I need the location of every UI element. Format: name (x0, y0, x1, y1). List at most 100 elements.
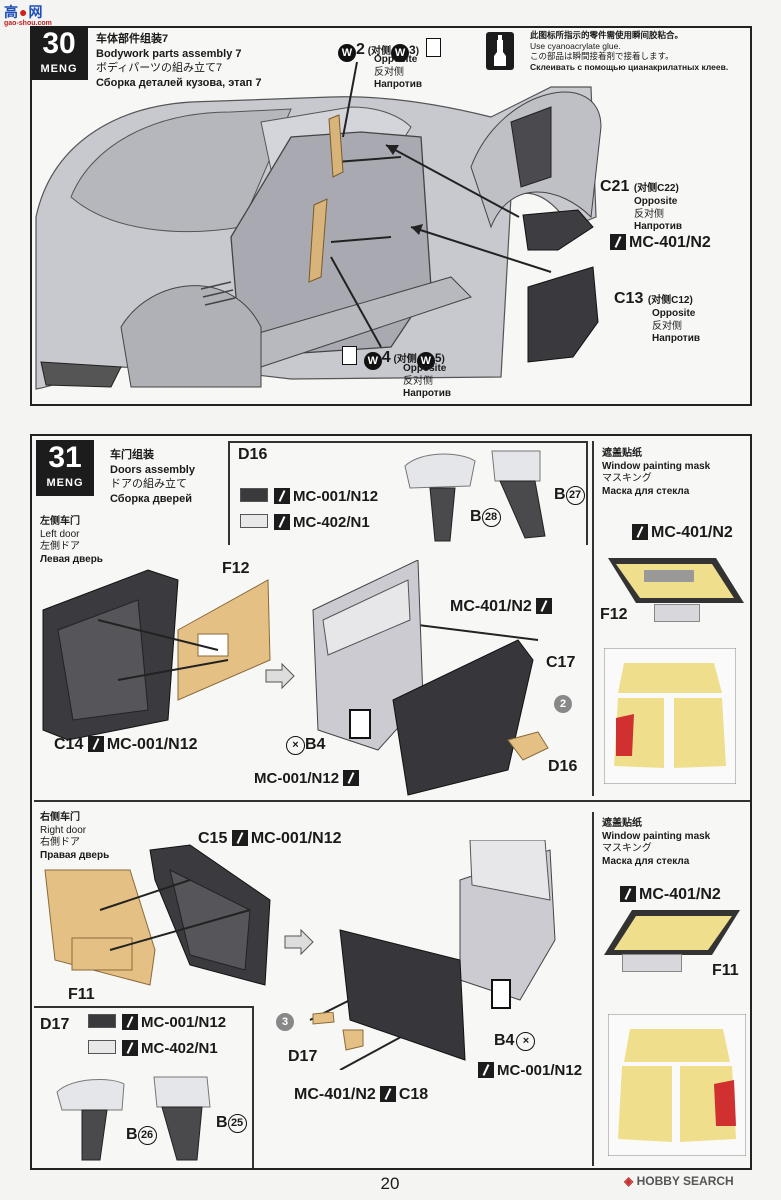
w5-badge: W (416, 352, 435, 370)
f11-label: F11 (68, 986, 95, 1003)
c21-label: C21 (600, 178, 630, 195)
right-door-heading: 右侧车门 Right door 右側ドア Правая дверь (40, 812, 109, 862)
step-number: 31 (48, 441, 82, 474)
c15-label: C15 MC-001/N12 (198, 830, 342, 848)
mask-paint: MC-401/N2 (632, 524, 733, 542)
opposite-en: Opposite (374, 54, 418, 65)
c13-part (527, 266, 599, 363)
paint-icon (610, 234, 626, 250)
left-door-en: Left door (40, 528, 80, 540)
opposite-en: Opposite (403, 363, 447, 374)
d17-part-label: D17 (288, 1048, 318, 1065)
c21-callout: C21 (对侧C22) Opposite 反对侧 Напротив (600, 178, 682, 234)
d17-heading: D17 (40, 1016, 70, 1033)
w4-badge: W (363, 352, 382, 370)
hobby-search-icon: ◈ (624, 1174, 634, 1188)
c21-opposite: (对侧C22) (633, 183, 679, 194)
b25-number: 25 (227, 1114, 247, 1133)
c14-id: C14 (54, 736, 84, 753)
paint-code: MC-402/N1 (141, 1040, 218, 1057)
title-en: Doors assembly (110, 463, 195, 476)
glue-note: 此图标所指示的零件需使用瞬间胶粘合。 Use cyanoacrylate glu… (530, 30, 728, 72)
dark-swatch (240, 488, 268, 502)
opposite-en: Opposite (652, 308, 696, 319)
b26-number: 26 (137, 1126, 157, 1145)
w4-close: ) (441, 354, 445, 365)
w3-number: 3 (409, 43, 416, 57)
c13-callout: C13 (对侧C12) Opposite 反对侧 Напротив (614, 290, 700, 346)
paint-icon (87, 736, 104, 752)
paint-code: MC-401/N2 (294, 1086, 376, 1103)
opposite-ru: Напротив (652, 333, 700, 344)
b4-label: ×B4 (286, 736, 325, 755)
step-number: 30 (42, 27, 76, 60)
paint-code: MC-001/N12 (254, 770, 340, 787)
paint-code: MC-401/N2 (639, 886, 721, 903)
c13-opposite: (对侧C12) (647, 295, 693, 306)
hobby-search-watermark: ◈ HOBBY SEARCH (624, 1174, 734, 1188)
right-door-en: Right door (40, 824, 87, 836)
light-swatch (240, 514, 268, 528)
d16-heading: D16 (238, 446, 268, 463)
paint-code: MC-001/N12 (141, 1014, 227, 1031)
glue-note-jp: この部品は瞬間接着剤で接着します。 (530, 51, 674, 61)
c13-label: C13 (614, 290, 644, 307)
step-ref-3: 3 (276, 1010, 294, 1031)
paint-icon (274, 488, 290, 504)
w2-opposite: Opposite 反对侧 Напротив (374, 54, 422, 92)
step-31-badge: 31 MENG (36, 440, 94, 496)
mask-en: Window painting mask (602, 460, 711, 472)
mask-jp: マスキング (602, 843, 652, 854)
paint-icon (343, 770, 360, 786)
title-ru: Сборка дверей (110, 492, 193, 505)
b4-paint: MC-001/N12 (254, 770, 362, 788)
b27-letter: B (554, 486, 566, 503)
paint-icon (122, 1040, 138, 1056)
opposite-cn: 反对侧 (374, 66, 404, 78)
opposite-cn: 反对侧 (652, 320, 682, 332)
mask-cn: 遮盖贴纸 (602, 448, 642, 459)
f12-window-mask (608, 558, 744, 603)
title-en: Bodywork parts assembly 7 (96, 47, 242, 60)
paint-icon (379, 1086, 396, 1102)
paint-code: MC-401/N2 (450, 598, 532, 615)
paint-icon (535, 598, 552, 614)
site-logo: 高●网 gao-shou.com (4, 2, 74, 30)
w2-badge: W (338, 44, 356, 62)
d16-part-label: D16 (548, 758, 578, 775)
w4-opposite: Opposite 反对侧 Напротив (403, 363, 451, 401)
left-door-assembly (42, 560, 549, 796)
left-mc401: MC-401/N2 (450, 598, 555, 616)
left-door-heading: 左侧车门 Left door 左側ドア Левая дверь (40, 516, 103, 566)
b26-letter: B (126, 1126, 138, 1143)
hobby-search-text: HOBBY SEARCH (636, 1174, 734, 1188)
mask-en: Window painting mask (602, 830, 711, 842)
c21-part (522, 209, 594, 251)
c17-label: C17 (546, 654, 576, 671)
title-cn: 车体部件组装7 (96, 33, 169, 45)
glue-small-icon (425, 38, 441, 57)
step-ref-2: 2 (554, 692, 572, 713)
right-door-assembly (44, 840, 556, 1070)
c18-id: C18 (398, 1086, 429, 1103)
b27-number: 27 (565, 486, 585, 505)
mask-f12-label: F12 (600, 606, 628, 623)
brand-logo: MENG (36, 476, 94, 490)
glue-note-ru: Склеивать с помощью цианакрилатных клеев… (530, 61, 729, 72)
mask-jp: マスキング (602, 473, 652, 484)
w2-opposite-cn: (对侧 (367, 46, 392, 57)
paint-code: MC-401/N2 (629, 234, 711, 251)
page-number: 20 (380, 1174, 400, 1193)
left-door-cn: 左侧车门 (40, 516, 80, 527)
paint-code: MC-402/N1 (293, 514, 370, 531)
mask2-paint: MC-401/N2 (620, 886, 721, 904)
car-body-illustration (35, 61, 602, 390)
f11-window-mask (604, 910, 740, 955)
opposite-cn: 反对侧 (634, 208, 664, 220)
w2-number: 2 (356, 41, 365, 58)
cement-icon: × (516, 1032, 536, 1051)
